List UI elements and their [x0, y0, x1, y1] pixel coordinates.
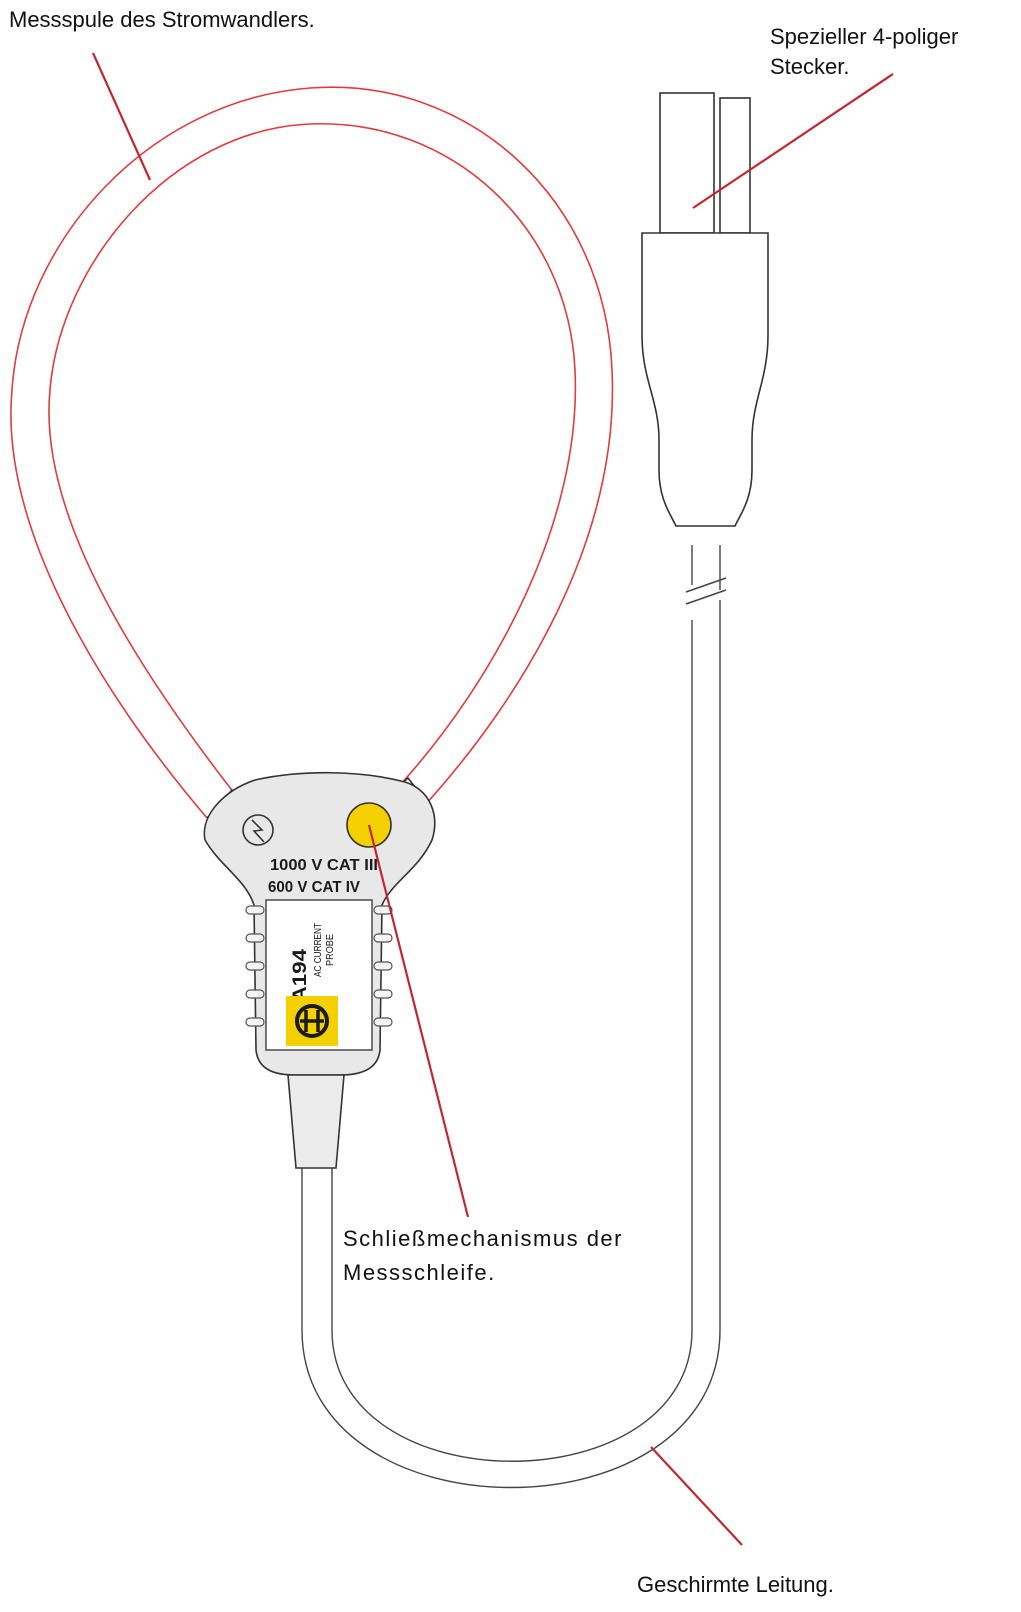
- lock-label: Schließmechanismus der Messschleife.: [343, 1222, 623, 1290]
- lock-leader: [367, 824, 470, 1218]
- leader-lines: [91, 52, 894, 1546]
- probe-body: [203, 771, 436, 1169]
- connector-plug: [641, 92, 769, 527]
- probe-rating-2: 600 V CAT IV: [268, 879, 360, 896]
- measuring-coil: [10, 86, 614, 819]
- probe-description-1: AC CURRENT: [313, 923, 324, 977]
- cable-label: Geschirmte Leitung.: [637, 1570, 834, 1600]
- lock-label-line-2: Messschleife.: [343, 1260, 496, 1285]
- coil-label: Messspule des Stromwandlers.: [9, 5, 315, 35]
- cable-leader: [650, 1446, 743, 1546]
- warning-icon: [242, 814, 274, 846]
- shielded-cable: [301, 545, 727, 1489]
- coil-label-text: Messspule des Stromwandlers.: [9, 7, 315, 32]
- probe-description-2: PROBE: [325, 934, 336, 966]
- connector-leader: [692, 73, 894, 209]
- cable-label-text: Geschirmte Leitung.: [637, 1572, 834, 1597]
- connector-label-line-1: Spezieller 4-poliger: [770, 24, 959, 49]
- manufacturer-logo: [286, 996, 338, 1046]
- probe-rating-1: 1000 V CAT III: [270, 857, 378, 874]
- connector-label-line-2: Stecker.: [770, 54, 850, 79]
- connector-label: Spezieller 4-poliger Stecker.: [770, 22, 958, 82]
- grip-ridges: [245, 905, 393, 1027]
- coil-leader: [91, 52, 152, 181]
- lock-label-line-1: Schließmechanismus der: [343, 1226, 623, 1251]
